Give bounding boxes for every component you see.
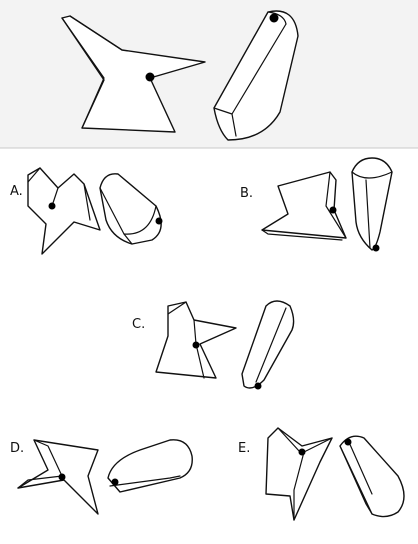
option-d-label: D. xyxy=(10,441,24,456)
option-d-capsule xyxy=(107,439,193,493)
option-a-label: A. xyxy=(10,184,23,199)
option-d-wedge xyxy=(17,439,99,515)
option-a-wedge xyxy=(27,167,101,255)
option-e-capsule-dot xyxy=(344,438,352,446)
reference-panel xyxy=(0,0,418,148)
reference-capsule xyxy=(213,10,299,141)
option-c[interactable]: C. xyxy=(132,300,295,390)
option-b-capsule-dot xyxy=(372,244,380,252)
option-b-wedge xyxy=(261,171,347,241)
option-e-wedge-dot xyxy=(298,448,306,456)
reference-wedge-marker-dot xyxy=(145,72,155,82)
option-b-wedge-dot xyxy=(329,206,337,214)
option-e[interactable]: E. xyxy=(238,427,405,521)
option-c-wedge-dot xyxy=(192,341,200,349)
option-d-capsule-dot xyxy=(111,478,119,486)
option-a[interactable]: A. xyxy=(10,167,163,255)
option-d-wedge-dot xyxy=(58,473,66,481)
option-a-capsule-dot xyxy=(155,217,163,225)
option-b[interactable]: B. xyxy=(240,157,393,252)
option-a-wedge-dot xyxy=(48,202,56,210)
option-c-capsule xyxy=(241,300,295,390)
option-e-wedge xyxy=(265,427,333,521)
option-c-capsule-dot xyxy=(254,382,262,390)
option-c-label: C. xyxy=(132,317,145,332)
option-b-capsule xyxy=(351,157,393,252)
reference-wedge xyxy=(61,15,206,133)
option-d[interactable]: D. xyxy=(10,439,193,515)
option-b-label: B. xyxy=(240,186,253,201)
option-e-label: E. xyxy=(238,441,250,456)
option-c-wedge xyxy=(155,301,237,379)
option-e-capsule xyxy=(339,435,405,518)
option-a-capsule xyxy=(99,173,163,245)
reference-capsule-marker-dot xyxy=(269,13,279,23)
